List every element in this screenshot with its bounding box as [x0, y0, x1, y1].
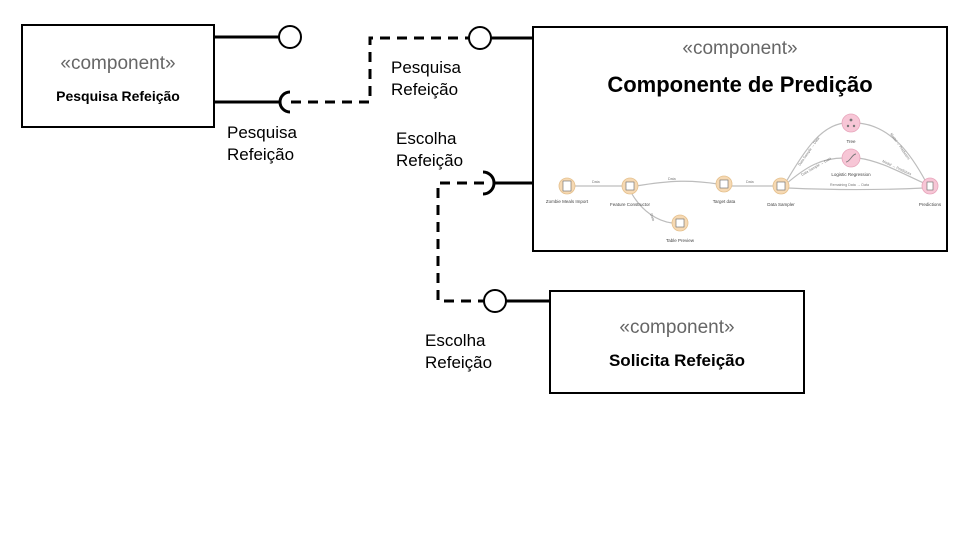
edge-label: Model → Predictors — [889, 132, 910, 160]
edge-sampler-tree — [785, 122, 845, 183]
component-pesquisa-refeicao[interactable]: «component» Pesquisa Refeição — [21, 24, 215, 128]
pesquisa-provided-lollipop[interactable] — [278, 25, 302, 49]
pesquisa-assembly-dashed — [291, 36, 469, 104]
label-escolha-provided: Escolha Refeição — [425, 330, 492, 374]
edge-label: Data — [592, 180, 600, 184]
edge-sampler-logreg — [785, 157, 845, 185]
svg-text:Table Preview: Table Preview — [666, 238, 695, 243]
component-solicita-refeicao[interactable]: «component» Solicita Refeição — [549, 290, 805, 394]
stereotype-label: «component» — [619, 317, 735, 338]
node-target-data: Target data — [713, 175, 736, 204]
svg-text:Predictions: Predictions — [919, 202, 942, 207]
label-pesquisa-provided: Pesquisa Refeição — [391, 57, 461, 101]
label-line: Pesquisa — [227, 123, 297, 142]
file-icon — [562, 180, 572, 192]
edge-sampler-predictions — [787, 187, 925, 191]
sigmoid-icon — [845, 153, 857, 163]
predicao-required-socket[interactable] — [482, 170, 496, 196]
label-line: Refeição — [425, 353, 493, 372]
prediction-workflow: Data Data Data Data Data Sample → Data D… — [546, 113, 942, 243]
edge-feature-target — [635, 180, 719, 187]
escolha-assembly-dashed — [436, 181, 484, 303]
edge-feature-table — [631, 193, 673, 224]
component-name: Pesquisa Refeição — [56, 88, 180, 104]
label-line: Escolha — [425, 331, 486, 350]
svg-text:Logistic Regression: Logistic Regression — [831, 172, 871, 177]
svg-text:Zombie Meals Import: Zombie Meals Import — [546, 199, 589, 204]
edge-label: Data — [668, 177, 676, 181]
sampler-icon — [776, 181, 786, 191]
target-icon — [719, 179, 729, 189]
edge-label: Model → Predictors — [882, 159, 912, 176]
svg-text:Data Sampler: Data Sampler — [767, 202, 795, 207]
label-line: Refeição — [396, 151, 464, 170]
svg-text:Feature Constructor: Feature Constructor — [610, 202, 651, 207]
tree-icon — [849, 118, 853, 122]
predictions-icon — [926, 181, 934, 191]
label-escolha-required: Escolha Refeição — [396, 128, 463, 172]
edge-tree-predictions — [857, 122, 927, 183]
label-pesquisa-required: Pesquisa Refeição — [227, 122, 297, 166]
edge-label: Data — [649, 213, 655, 222]
edge-label: Data Sample → Data — [798, 136, 821, 166]
edge-label: Data — [746, 180, 754, 184]
component-predicao[interactable]: «component» Componente de Predição Data … — [532, 26, 948, 252]
svg-text:Target data: Target data — [713, 199, 736, 204]
pesquisa-required-socket[interactable] — [278, 90, 291, 114]
node-feature-constructor: Feature Constructor — [610, 177, 651, 207]
node-predictions: Predictions — [919, 177, 942, 207]
label-line: Escolha — [396, 129, 457, 148]
svg-text:Tree: Tree — [846, 139, 856, 144]
component-name: Componente de Predição — [607, 72, 873, 97]
label-line: Refeição — [391, 80, 459, 99]
node-zombie-import: Zombie Meals Import — [546, 177, 589, 204]
stereotype-label: «component» — [60, 53, 176, 74]
component-name: Solicita Refeição — [608, 351, 746, 370]
stereotype-label: «component» — [682, 38, 798, 59]
node-table-preview: Table Preview — [666, 214, 695, 243]
label-line: Refeição — [227, 145, 295, 164]
node-tree: Tree — [841, 113, 861, 144]
node-logistic-regression: Logistic Regression — [831, 148, 871, 177]
label-line: Pesquisa — [391, 58, 461, 77]
node-data-sampler: Data Sampler — [767, 177, 795, 207]
solicita-provided-lollipop[interactable] — [483, 289, 507, 313]
table-icon — [625, 181, 635, 191]
predicao-provided-lollipop[interactable] — [468, 26, 492, 50]
edge-label: Remaining Data → Data — [830, 183, 869, 187]
edge-logreg-predictions — [857, 157, 927, 185]
table-icon — [675, 218, 685, 228]
